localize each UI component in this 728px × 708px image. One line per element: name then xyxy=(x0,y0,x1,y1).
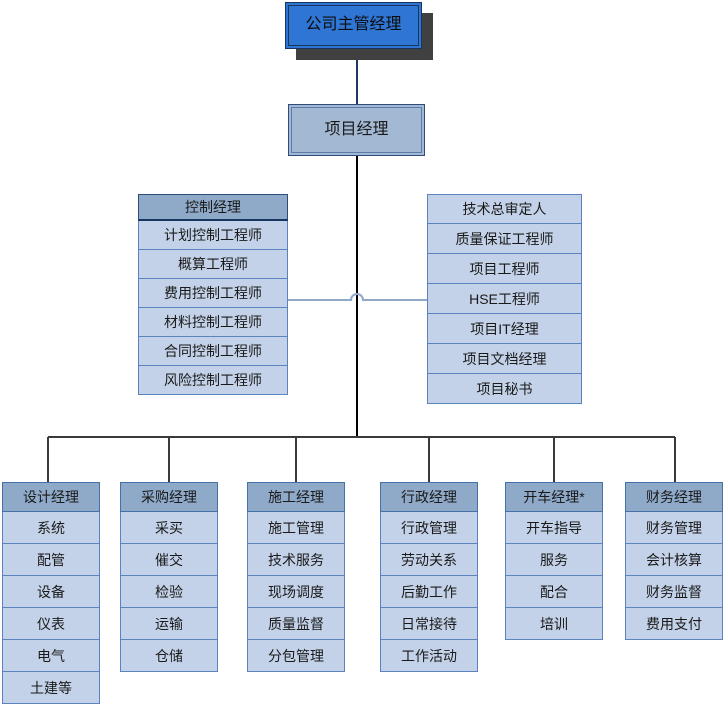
cell-startup-4[interactable]: 培训 xyxy=(505,608,603,640)
cell-construction-2[interactable]: 技术服务 xyxy=(247,544,345,576)
cell-control-6[interactable]: 风险控制工程师 xyxy=(138,366,288,395)
cell-control-4[interactable]: 材料控制工程师 xyxy=(138,308,288,337)
column-technical: 技术总审定人 质量保证工程师 项目工程师 HSE工程师 项目IT经理 项目文档经… xyxy=(427,194,582,404)
cell-procurement-3[interactable]: 检验 xyxy=(120,576,218,608)
cell-control-5[interactable]: 合同控制工程师 xyxy=(138,337,288,366)
cell-technical-4[interactable]: 项目IT经理 xyxy=(427,314,582,344)
cell-administration-3[interactable]: 后勤工作 xyxy=(380,576,478,608)
column-administration: 行政经理 行政管理 劳动关系 后勤工作 日常接待 工作活动 xyxy=(380,482,478,672)
column-design-header[interactable]: 设计经理 xyxy=(2,482,100,512)
cell-design-6[interactable]: 土建等 xyxy=(2,672,100,704)
cell-technical-6[interactable]: 项目秘书 xyxy=(427,374,582,404)
cell-procurement-1[interactable]: 采买 xyxy=(120,512,218,544)
cell-construction-5[interactable]: 分包管理 xyxy=(247,640,345,672)
cell-control-1[interactable]: 计划控制工程师 xyxy=(138,221,288,250)
column-finance-header[interactable]: 财务经理 xyxy=(625,482,723,512)
cell-technical-2[interactable]: 项目工程师 xyxy=(427,254,582,284)
column-design: 设计经理 系统 配管 设备 仪表 电气 土建等 xyxy=(2,482,100,704)
cell-technical-5[interactable]: 项目文档经理 xyxy=(427,344,582,374)
column-procurement-header[interactable]: 采购经理 xyxy=(120,482,218,512)
cell-startup-1[interactable]: 开车指导 xyxy=(505,512,603,544)
column-control-header[interactable]: 控制经理 xyxy=(138,194,288,221)
cell-construction-1[interactable]: 施工管理 xyxy=(247,512,345,544)
cell-procurement-4[interactable]: 运输 xyxy=(120,608,218,640)
cell-control-2[interactable]: 概算工程师 xyxy=(138,250,288,279)
column-construction-header[interactable]: 施工经理 xyxy=(247,482,345,512)
executive-box[interactable]: 公司主管经理 xyxy=(285,2,422,49)
cell-construction-3[interactable]: 现场调度 xyxy=(247,576,345,608)
cell-design-1[interactable]: 系统 xyxy=(2,512,100,544)
project-manager-box[interactable]: 项目经理 xyxy=(288,104,425,156)
connector-mid-horizontal xyxy=(288,293,427,301)
column-construction: 施工经理 施工管理 技术服务 现场调度 质量监督 分包管理 xyxy=(247,482,345,672)
cell-construction-4[interactable]: 质量监督 xyxy=(247,608,345,640)
cell-finance-4[interactable]: 费用支付 xyxy=(625,608,723,640)
cell-administration-2[interactable]: 劳动关系 xyxy=(380,544,478,576)
column-startup-header[interactable]: 开车经理* xyxy=(505,482,603,512)
cell-administration-4[interactable]: 日常接待 xyxy=(380,608,478,640)
column-control: 控制经理 计划控制工程师 概算工程师 费用控制工程师 材料控制工程师 合同控制工… xyxy=(138,194,288,395)
cell-finance-3[interactable]: 财务监督 xyxy=(625,576,723,608)
column-technical-header[interactable]: 技术总审定人 xyxy=(427,194,582,224)
cell-finance-1[interactable]: 财务管理 xyxy=(625,512,723,544)
cell-startup-2[interactable]: 服务 xyxy=(505,544,603,576)
cell-technical-1[interactable]: 质量保证工程师 xyxy=(427,224,582,254)
cell-startup-3[interactable]: 配合 xyxy=(505,576,603,608)
cell-design-4[interactable]: 仪表 xyxy=(2,608,100,640)
cell-administration-5[interactable]: 工作活动 xyxy=(380,640,478,672)
column-procurement: 采购经理 采买 催交 检验 运输 仓储 xyxy=(120,482,218,672)
cell-administration-1[interactable]: 行政管理 xyxy=(380,512,478,544)
cell-design-5[interactable]: 电气 xyxy=(2,640,100,672)
column-startup: 开车经理* 开车指导 服务 配合 培训 xyxy=(505,482,603,640)
cell-design-3[interactable]: 设备 xyxy=(2,576,100,608)
column-administration-header[interactable]: 行政经理 xyxy=(380,482,478,512)
cell-control-3[interactable]: 费用控制工程师 xyxy=(138,279,288,308)
cell-design-2[interactable]: 配管 xyxy=(2,544,100,576)
column-finance: 财务经理 财务管理 会计核算 财务监督 费用支付 xyxy=(625,482,723,640)
cell-finance-2[interactable]: 会计核算 xyxy=(625,544,723,576)
cell-procurement-5[interactable]: 仓储 xyxy=(120,640,218,672)
cell-technical-3[interactable]: HSE工程师 xyxy=(427,284,582,314)
cell-procurement-2[interactable]: 催交 xyxy=(120,544,218,576)
